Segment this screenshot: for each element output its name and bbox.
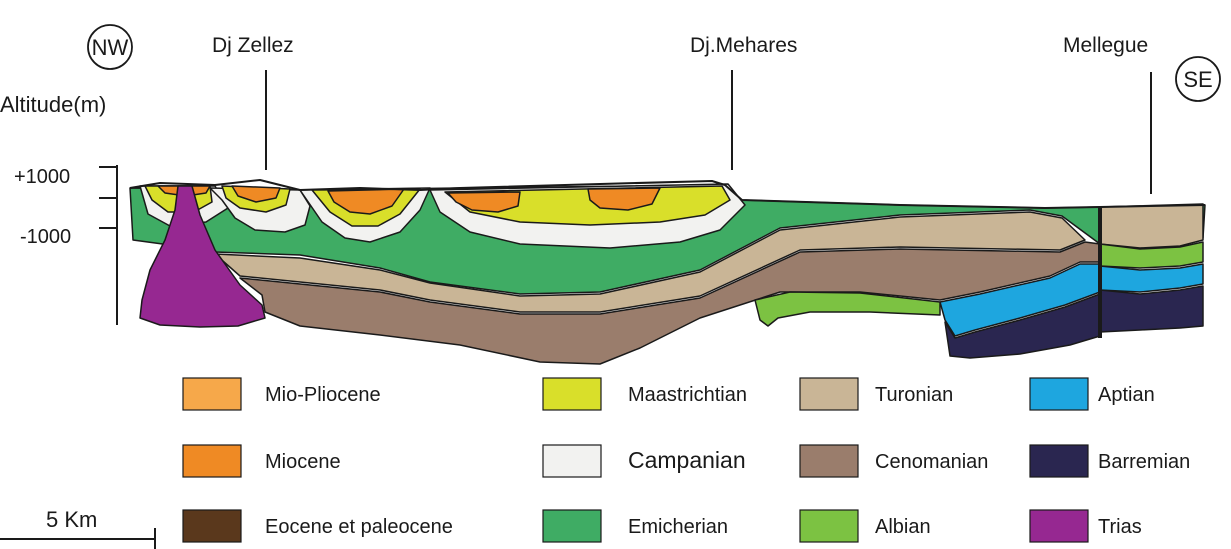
axis-title: Altitude(m) — [0, 92, 106, 117]
layer-barremian-right — [1100, 286, 1203, 332]
nw-label: NW — [92, 35, 129, 60]
legend-swatch-barremian — [1030, 445, 1088, 477]
place-dj-zellez: Dj Zellez — [212, 34, 294, 57]
axis-tick-top: +1000 — [14, 166, 70, 188]
legend-swatch-albian — [800, 510, 858, 542]
legend-swatch-aptian — [1030, 378, 1088, 410]
layer-aptian-right — [1100, 264, 1203, 292]
legend-label-miocene: Miocene — [265, 451, 341, 473]
legend-label-emicherian: Emicherian — [628, 516, 728, 538]
legend-label-maastrichtian: Maastrichtian — [628, 384, 747, 406]
legend-swatch-maastrichtian — [543, 378, 601, 410]
cross-section — [130, 180, 1205, 364]
place-mellegue: Mellegue — [1063, 34, 1148, 57]
legend-label-aptian: Aptian — [1098, 384, 1155, 406]
legend-label-mio-pliocene: Mio-Pliocene — [265, 384, 381, 406]
legend-swatch-campanian — [543, 445, 601, 477]
legend-label-cenomanian: Cenomanian — [875, 451, 988, 473]
legend-swatch-cenomanian — [800, 445, 858, 477]
legend-swatch-trias — [1030, 510, 1088, 542]
legend-swatch-eocene-et-paleocene — [183, 510, 241, 542]
legend-swatch-miocene — [183, 445, 241, 477]
legend-label-albian: Albian — [875, 516, 931, 538]
legend-label-turonian: Turonian — [875, 384, 953, 406]
layer-turonian-right — [1100, 204, 1203, 248]
legend-label-campanian: Campanian — [628, 447, 746, 473]
legend-swatch-mio-pliocene — [183, 378, 241, 410]
legend-label-barremian: Barremian — [1098, 451, 1190, 473]
se-label: SE — [1183, 67, 1212, 92]
axis-tick-bottom: -1000 — [20, 226, 71, 248]
scale-bar-label: 5 Km — [46, 507, 97, 532]
place-dj-mehares: Dj.Mehares — [690, 34, 797, 57]
legend-label-trias: Trias — [1098, 516, 1142, 538]
legend-swatch-turonian — [800, 378, 858, 410]
legend-swatch-emicherian — [543, 510, 601, 542]
legend-label-eocene-et-paleocene: Eocene et paleocene — [265, 516, 453, 538]
altitude-axis — [99, 165, 117, 325]
